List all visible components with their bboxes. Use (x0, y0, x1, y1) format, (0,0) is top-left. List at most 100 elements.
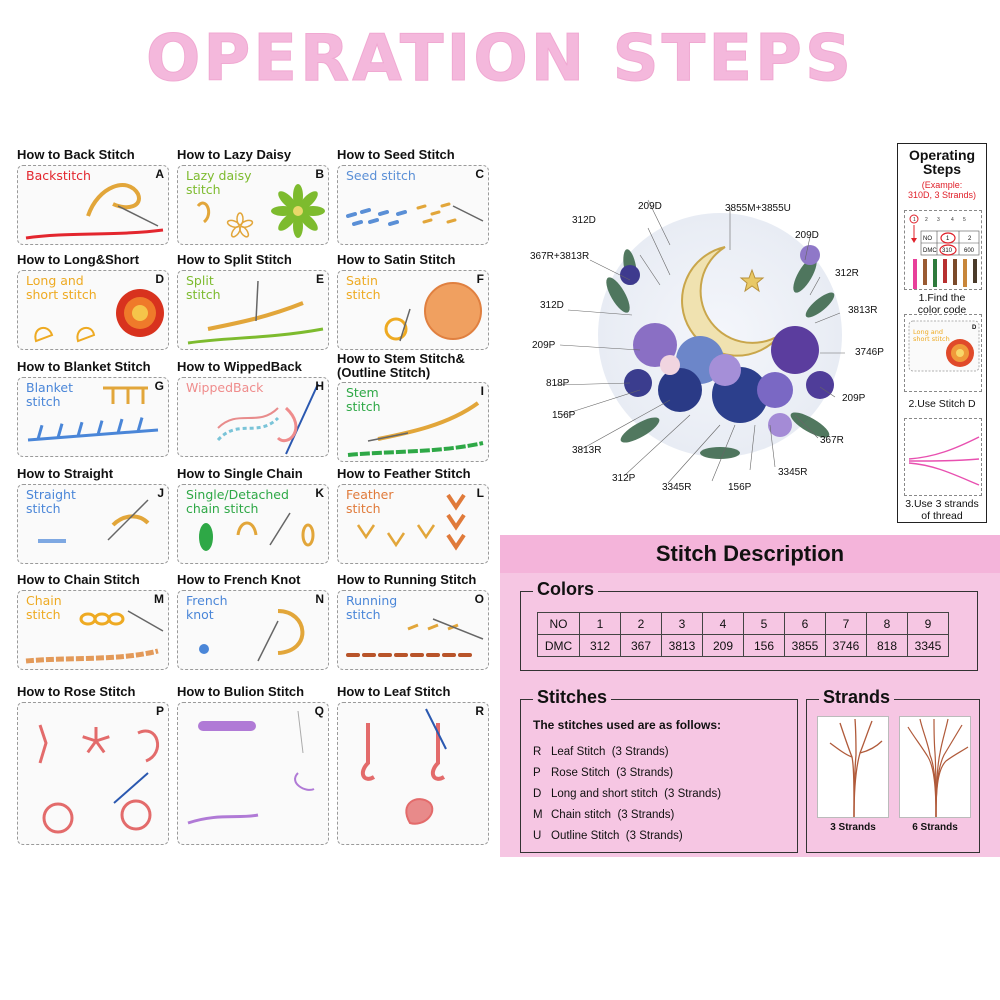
color-callout: 3746P (855, 347, 884, 358)
svg-text:3: 3 (937, 217, 940, 223)
stitch-card-label: Long and short stitch (26, 273, 97, 302)
colors-table-cell: 312 (579, 634, 621, 657)
color-callout: 209P (532, 340, 556, 351)
colors-table-cell: 3746 (825, 634, 867, 657)
stitch-card-label: Feather stitch (346, 487, 394, 516)
operating-steps-title: Operating Steps (908, 147, 976, 177)
stitch-code: U (533, 830, 542, 842)
stitch-card-letter: D (155, 272, 164, 286)
color-callout: 156P (728, 482, 752, 493)
stitch-card-letter: Q (314, 704, 324, 718)
stitch-card-label: Backstitch (26, 168, 91, 183)
mini-c2: 600 (964, 248, 975, 254)
stitch-card-title: How to Rose Stitch (17, 684, 136, 699)
mini-n2: 2 (968, 236, 972, 242)
color-callout: 367R+3813R (530, 251, 590, 262)
stitch-card-illustration: Blanket stitch G (17, 377, 169, 457)
step1-caption: 1.Find the color code (917, 292, 967, 316)
three-strands-image (817, 716, 889, 818)
color-callout: 209D (795, 230, 819, 241)
colors-table-cell: 3345 (907, 634, 949, 657)
stitch-card-title: How to Feather Stitch (337, 466, 471, 481)
stitch-card-letter: F (476, 272, 484, 286)
stitch-card-title: How to Split Stitch (177, 252, 292, 267)
colors-table-cell: 5 (743, 612, 785, 635)
operating-steps-example: (Example: 310D, 3 Strands) (907, 180, 977, 200)
stitch-card-title: How to Long&Short (17, 252, 140, 267)
colors-table-cell: 3 (661, 612, 703, 635)
colors-table-cell: 6 (784, 612, 826, 635)
stitch-card-illustration: Backstitch A (17, 165, 169, 245)
stitch-card-title: How to Back Stitch (17, 147, 135, 162)
colors-table-cell: 818 (866, 634, 908, 657)
mini-no-label: NO (923, 236, 932, 242)
stitch-card-letter: N (315, 592, 324, 606)
mini-c1: 310 (942, 248, 953, 254)
stitch-card-title: How to French Knot (177, 572, 301, 587)
stitch-card-illustration: Satin stitch F (337, 270, 489, 350)
stitch-card-title: How to Blanket Stitch (17, 359, 151, 374)
page-title: OPERATION STEPS (145, 22, 855, 97)
stitch-card-label: Blanket stitch (26, 380, 74, 409)
stitch-card-title: How to Leaf Stitch (337, 684, 451, 699)
color-callout: 312D (540, 300, 564, 311)
stitch-card-title: How to Chain Stitch (17, 572, 140, 587)
color-callout: 818P (546, 378, 570, 389)
stitch-card-title: How to Straight (17, 466, 114, 481)
stitch-card-label: Lazy daisy stitch (186, 168, 252, 197)
stitch-card-title: How to Stem Stitch& (Outline Stitch) (337, 351, 465, 380)
stitch-card-illustration: Lazy daisy stitch B (177, 165, 329, 245)
colors-row-label: DMC (537, 634, 580, 657)
stitch-card-letter: L (476, 486, 484, 500)
stitch-card-letter: A (155, 167, 164, 181)
stitch-card-label: Chain stitch (26, 593, 62, 622)
color-callout: 3813R (572, 445, 602, 456)
stitch-card-illustration: Running stitch O (337, 590, 489, 670)
color-callout: 312R (835, 268, 859, 279)
colors-table-cell: 2 (620, 612, 662, 635)
stitch-description-title: Stitch Description (500, 535, 1000, 573)
colors-label: Colors (533, 579, 599, 599)
stitch-card-illustration: P (17, 702, 169, 845)
stitch-card-label: Satin stitch (346, 273, 381, 302)
step2-image: D Long and short stitch (904, 314, 982, 392)
stitch-card-label: Seed stitch (346, 168, 416, 183)
colors-table-cell: 8 (866, 612, 908, 635)
stitch-card-label: Split stitch (186, 273, 221, 302)
stitch-text: Leaf Stitch (3 Strands) (551, 746, 669, 758)
stitch-code: P (533, 767, 541, 779)
stitch-code: M (533, 809, 543, 821)
stitch-card-letter: E (315, 272, 324, 286)
stitch-card-letter: J (157, 486, 164, 500)
colors-table-cell: 209 (702, 634, 744, 657)
stitch-code: R (533, 746, 542, 758)
stitches-label: Stitches (533, 687, 612, 707)
stitch-card-title: How to Bulion Stitch (177, 684, 305, 699)
colors-table-cell: 4 (702, 612, 744, 635)
design-wreath-image (554, 199, 845, 484)
svg-text:2: 2 (925, 217, 928, 223)
color-callout: 367R (820, 435, 844, 446)
colors-table-cell: 367 (620, 634, 662, 657)
step3-image (904, 418, 982, 496)
stitch-card-label: Straight stitch (26, 487, 76, 516)
stitch-card-illustration: Q (177, 702, 329, 845)
color-callout: 3345R (778, 467, 808, 478)
colors-table-cell: 9 (907, 612, 949, 635)
step2-caption: 2.Use Stitch D (908, 398, 976, 410)
stitch-code: D (533, 788, 542, 800)
stitch-card-letter: K (315, 486, 324, 500)
stitch-card-illustration: Chain stitch M (17, 590, 169, 670)
star-motif (739, 268, 765, 293)
stitch-card-illustration: Split stitch E (177, 270, 329, 350)
stitch-card-illustration: French knot N (177, 590, 329, 670)
stitch-card-label: Single/Detached chain stitch (186, 487, 289, 516)
step3-caption: 3.Use 3 strands of thread (905, 498, 979, 522)
stitch-card-label: French knot (186, 593, 228, 622)
